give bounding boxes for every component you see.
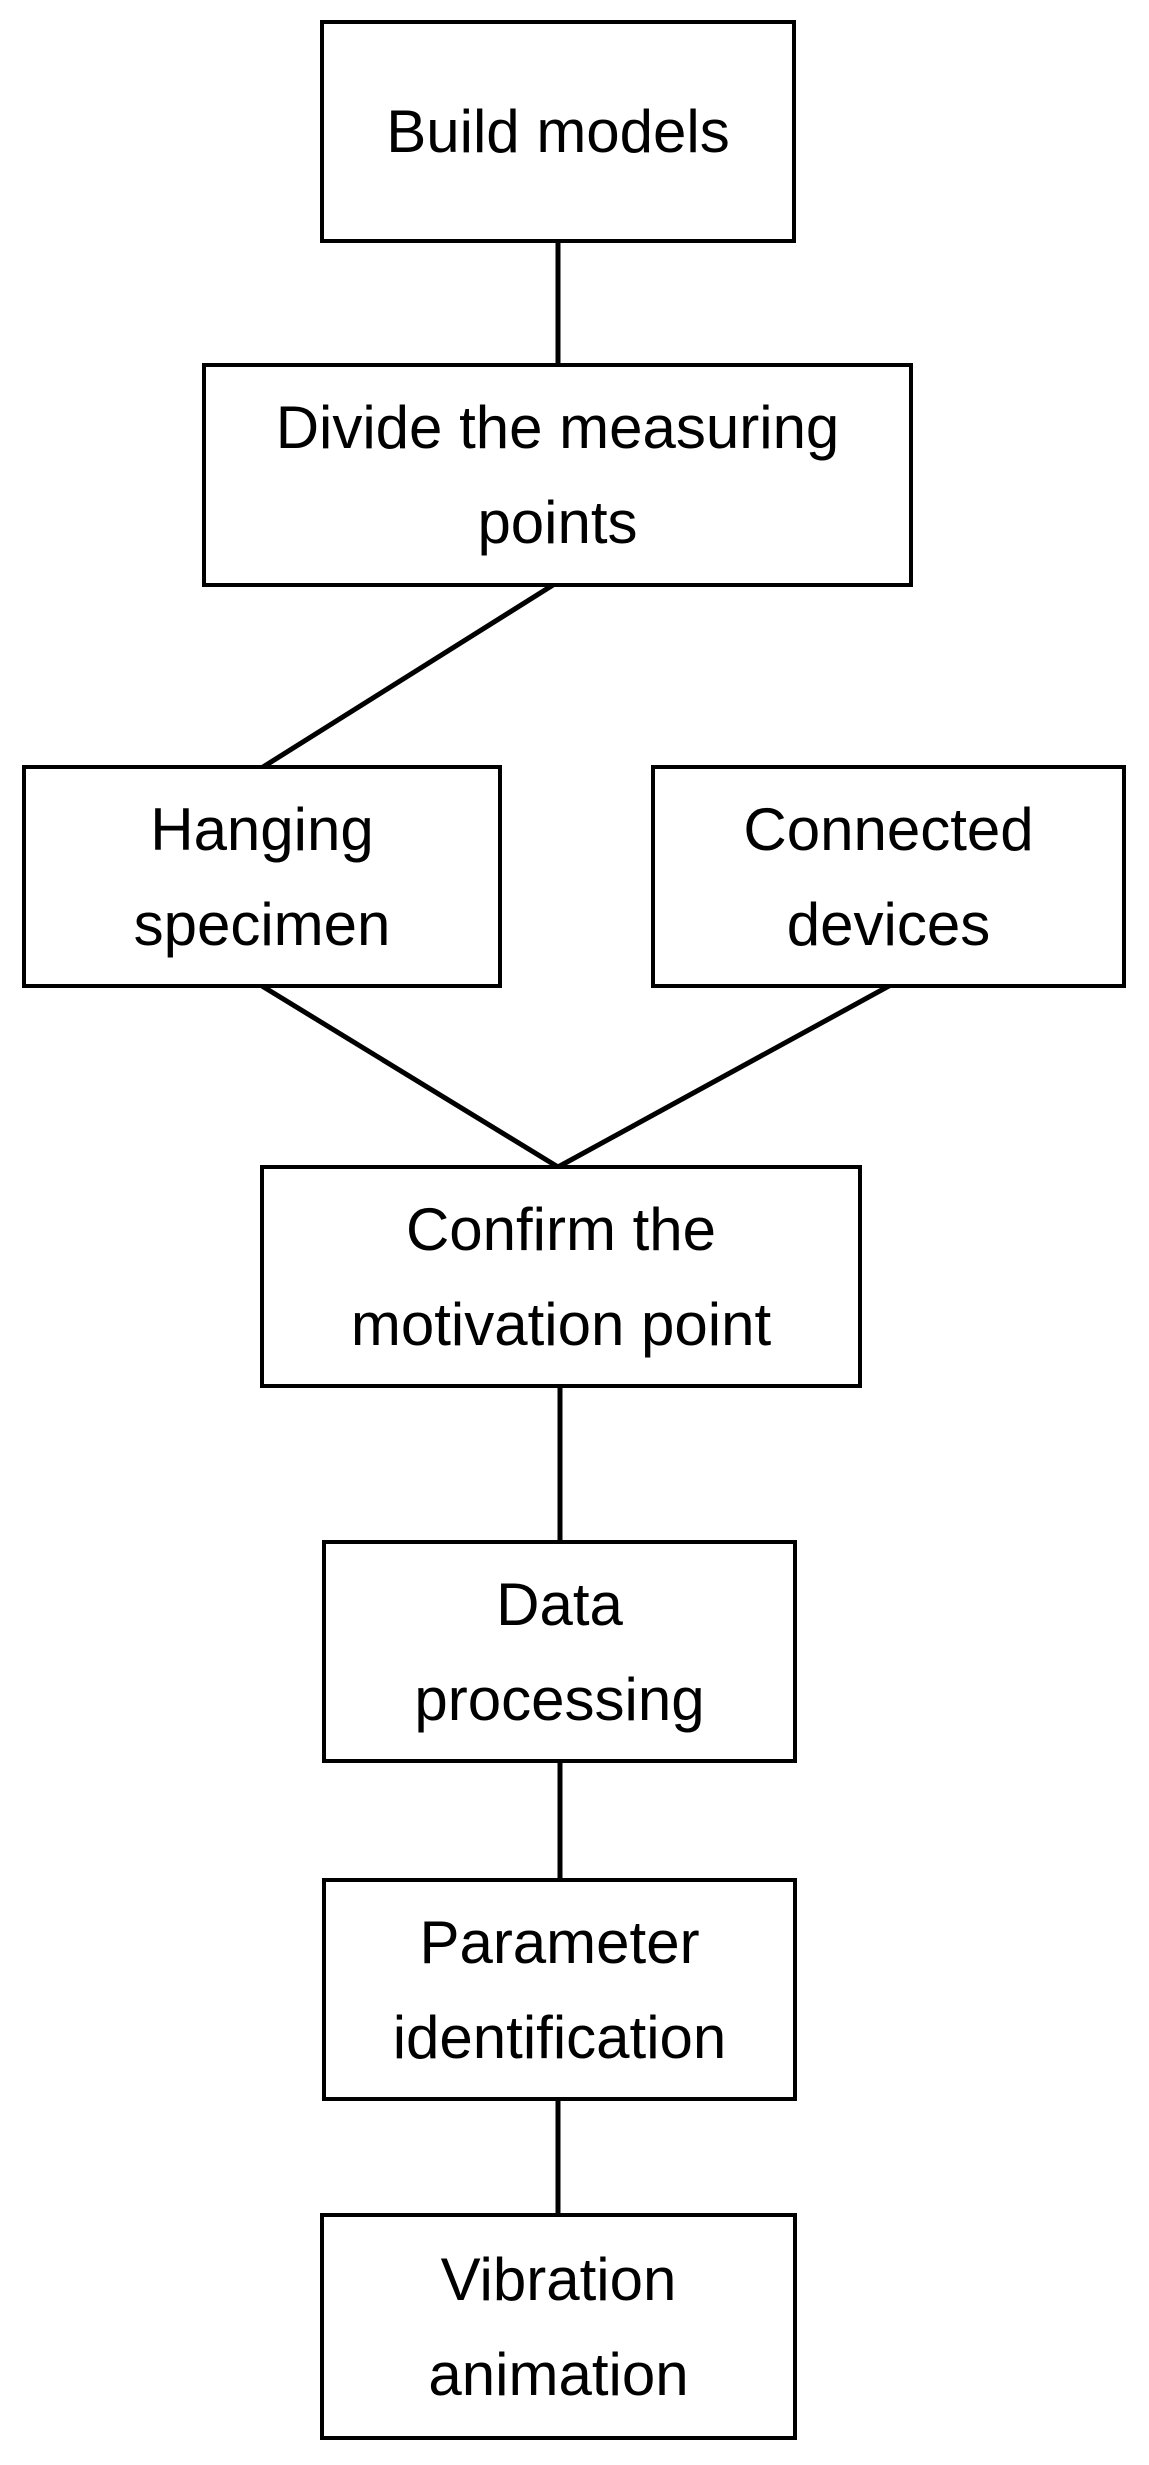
flow-node-label-hanging-specimen: Hanging specimen [133,795,391,958]
connector-connected-devices-to-confirm-motivation-point [556,983,891,1170]
flow-node-label-divide-measuring-points: Divide the measuring points [275,394,840,556]
flow-node-label-vibration-animation: Vibration animation [428,2245,689,2408]
flow-node-confirm-motivation-point: Confirm the motivation point [260,1165,862,1388]
connector-divide-measuring-points-to-hanging-specimen [261,582,555,770]
flow-node-label-build-models: Build models [386,98,730,165]
flow-node-vibration-animation: Vibration animation [320,2213,797,2440]
flow-node-label-confirm-motivation-point: Confirm the motivation point [350,1195,772,1358]
flow-node-label-data-processing: Data processing [414,1570,705,1733]
flow-node-hanging-specimen: Hanging specimen [22,765,502,988]
flow-node-divide-measuring-points: Divide the measuring points [202,363,913,587]
flow-node-connected-devices: Connected devices [651,765,1126,988]
flow-node-data-processing: Data processing [322,1540,797,1763]
flow-node-label-parameter-identification: Parameter identification [392,1908,727,2071]
connector-hanging-specimen-to-confirm-motivation-point [260,983,560,1170]
flow-node-label-connected-devices: Connected devices [743,795,1034,958]
flow-node-parameter-identification: Parameter identification [322,1878,797,2101]
flow-node-build-models: Build models [320,20,796,243]
